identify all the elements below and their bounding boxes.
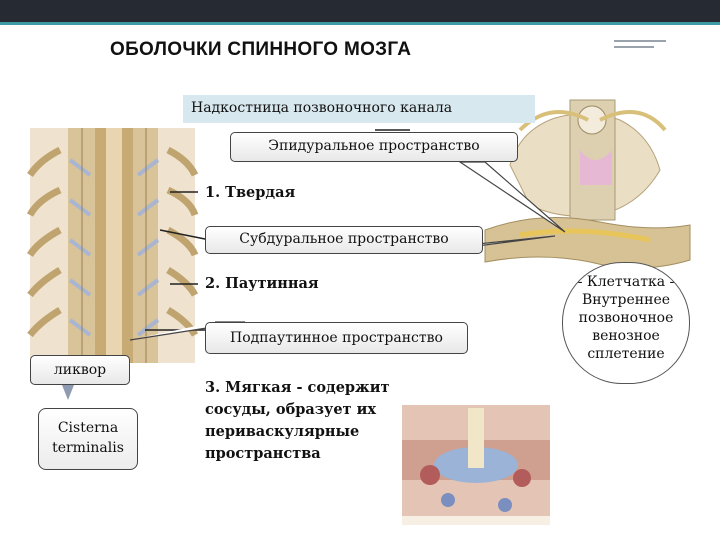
- decorative-line: [614, 46, 654, 48]
- cisterna-callout: Cisterna terminalis: [38, 408, 138, 470]
- subarachnoid-callout: Подпаутинное пространство: [205, 322, 468, 354]
- vertebra-illustration: [484, 99, 691, 269]
- top-bar: [0, 0, 720, 24]
- periosteum-label: Надкостница позвоночного канала: [183, 95, 535, 123]
- spinal-cord-illustration: [26, 128, 199, 363]
- histology-illustration: [402, 405, 550, 525]
- pia-label: 3. Мягкая - содержит сосуды, образует их…: [205, 379, 390, 462]
- top-bar-accent: [0, 22, 720, 25]
- epidural-callout: Эпидуральное пространство: [230, 132, 518, 162]
- subdural-callout: Субдуральное пространство: [205, 226, 483, 254]
- subdural-label: Субдуральное пространство: [239, 231, 449, 247]
- liquor-callout: ликвор: [30, 355, 130, 385]
- liquor-label: ликвор: [53, 362, 107, 378]
- epidural-contents-label: - Клетчатка - Внутреннее позвоночное вен…: [577, 274, 675, 362]
- decorative-line: [614, 40, 666, 42]
- epidural-contents-bubble: - Клетчатка - Внутреннее позвоночное вен…: [562, 262, 690, 384]
- cisterna-label: Cisterna terminalis: [52, 420, 124, 456]
- arachnoid-label: 2. Паутинная: [205, 275, 319, 292]
- dura-label: 1. Твердая: [205, 184, 296, 201]
- page-title: ОБОЛОЧКИ СПИННОГО МОЗГА: [110, 39, 412, 60]
- epidural-label: Эпидуральное пространство: [268, 138, 480, 154]
- title-box: [100, 34, 614, 68]
- subarachnoid-label: Подпаутинное пространство: [230, 330, 443, 346]
